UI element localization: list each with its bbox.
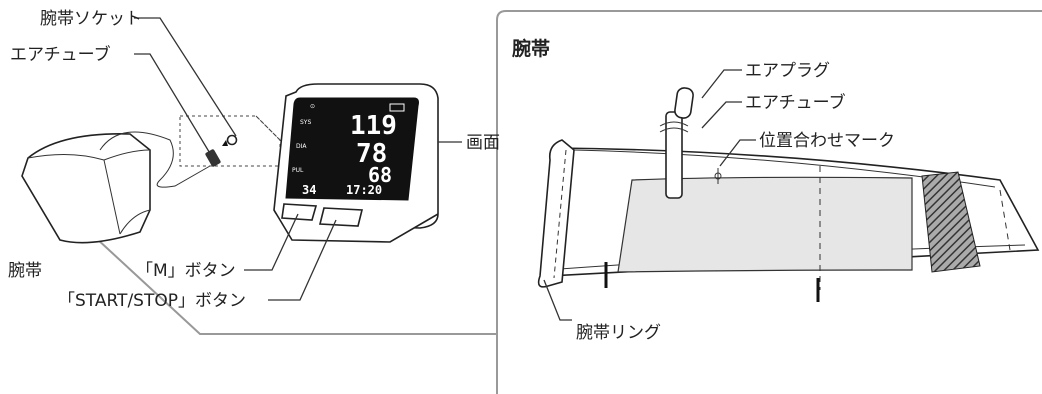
m-button[interactable] <box>281 203 318 221</box>
sys-value: 119 <box>350 111 397 141</box>
position-mark-label: 位置合わせマーク <box>759 131 895 151</box>
m-button-label: 「M」ボタン <box>136 261 236 281</box>
air-plug-leader <box>701 69 742 99</box>
cuff-ring-label: 腕帯リング <box>576 323 661 343</box>
cuff-roll <box>537 139 575 288</box>
sys-label: SYS <box>300 119 311 126</box>
socket-zoom-box <box>179 115 281 167</box>
m-button-leader <box>244 213 299 271</box>
cuff-left-label: 腕帯 <box>8 261 42 281</box>
tube-break-mark-2 <box>659 127 689 133</box>
start-stop-button[interactable] <box>318 207 364 227</box>
start-stop-button-label: 「START/STOP」ボタン <box>58 291 246 311</box>
panel-title: 腕帯 <box>511 37 550 60</box>
air-tube-right-label: エアチューブ <box>745 92 846 113</box>
cuff-roll-seam <box>553 149 567 279</box>
dia-label: DIA <box>296 143 307 150</box>
memory-value: 34 <box>302 183 316 197</box>
cuff-socket-label: 腕帯ソケット <box>40 9 142 29</box>
power-symbol: ⊙ <box>310 103 315 110</box>
air-plug <box>674 87 694 119</box>
monitor-illustration: ⊙ SYS DIA PUL 119 78 68 34 17:20 腕帯ソケット … <box>8 9 500 335</box>
detail-connector-line <box>95 237 497 335</box>
screen-label: 画面 <box>466 133 500 153</box>
cuff-socket-leader <box>134 17 237 137</box>
start-stop-leader <box>268 219 337 301</box>
air-tube-leader <box>134 53 215 161</box>
cuff-bladder-area <box>617 176 913 273</box>
velcro-patch <box>921 171 981 273</box>
air-tube-label: エアチューブ <box>10 44 111 65</box>
display-screen <box>285 97 419 201</box>
air-tube-vertical <box>665 111 683 199</box>
cuff-ring-leader <box>543 279 572 321</box>
pul-label: PUL <box>292 167 304 174</box>
air-tube-right-leader <box>701 101 742 129</box>
battery-icon <box>389 103 405 112</box>
arm-cuff <box>21 133 151 244</box>
cuff-tube <box>99 131 211 188</box>
dia-value: 78 <box>356 139 387 169</box>
position-mark-leader <box>719 139 756 167</box>
time-value: 17:20 <box>346 183 382 197</box>
insert-arrow <box>222 140 228 146</box>
tube-break-mark-1 <box>659 121 689 127</box>
air-plug-label: エアプラグ <box>745 61 830 81</box>
cuff-detail-panel: 腕帯 エアプラグ エアチューブ 位置合わせマーク 腕帯リング <box>496 10 1042 394</box>
pul-value: 68 <box>368 163 392 187</box>
panel-border <box>496 10 1042 394</box>
cuff-socket <box>226 134 238 146</box>
